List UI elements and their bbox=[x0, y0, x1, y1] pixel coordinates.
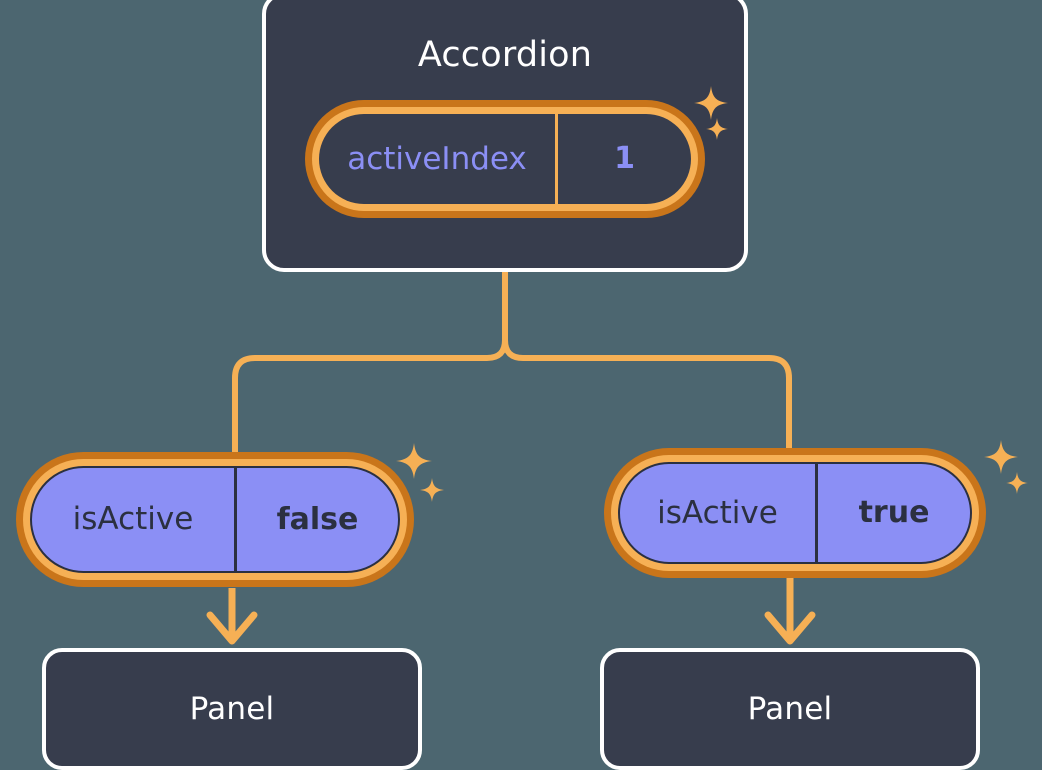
panel-card-right[interactable]: Panel bbox=[600, 648, 980, 770]
state-pill-core: activeIndex 1 bbox=[319, 114, 691, 204]
connector-tree-branch bbox=[502, 269, 792, 451]
sparkle-icon bbox=[396, 443, 432, 479]
state-pill-core: isActive false bbox=[30, 466, 400, 573]
state-pill-ring: activeIndex 1 bbox=[312, 107, 698, 211]
sparkle-icon bbox=[1006, 472, 1028, 494]
state-pill-is-active-left[interactable]: isActive false bbox=[16, 452, 414, 587]
arrow-left-head bbox=[206, 611, 258, 645]
state-pill-core: isActive true bbox=[618, 462, 972, 564]
accordion-card-title: Accordion bbox=[417, 35, 593, 75]
state-pill-divider bbox=[555, 114, 558, 204]
panel-card-left[interactable]: Panel bbox=[42, 648, 422, 770]
arrow-right-head bbox=[764, 611, 816, 645]
state-pill-value: false bbox=[276, 501, 359, 537]
state-pill-is-active-right[interactable]: isActive true bbox=[604, 448, 986, 578]
panel-card-title: Panel bbox=[189, 690, 275, 727]
state-pill-value: true bbox=[858, 495, 930, 530]
state-pill-divider bbox=[234, 468, 237, 571]
state-pill-key: isActive bbox=[72, 501, 194, 537]
sparkle-icon bbox=[984, 440, 1018, 474]
connector-tree-branch-left bbox=[232, 269, 508, 455]
panel-card-title: Panel bbox=[747, 690, 833, 727]
state-pill-active-index[interactable]: activeIndex 1 bbox=[305, 100, 705, 218]
state-pill-ring: isActive false bbox=[23, 459, 407, 580]
state-pill-divider bbox=[815, 464, 818, 562]
sparkle-icon bbox=[420, 478, 444, 502]
state-pill-ring: isActive true bbox=[611, 455, 979, 571]
state-pill-key: activeIndex bbox=[347, 140, 527, 177]
state-pill-value: 1 bbox=[614, 141, 635, 176]
state-pill-key: isActive bbox=[657, 494, 778, 531]
